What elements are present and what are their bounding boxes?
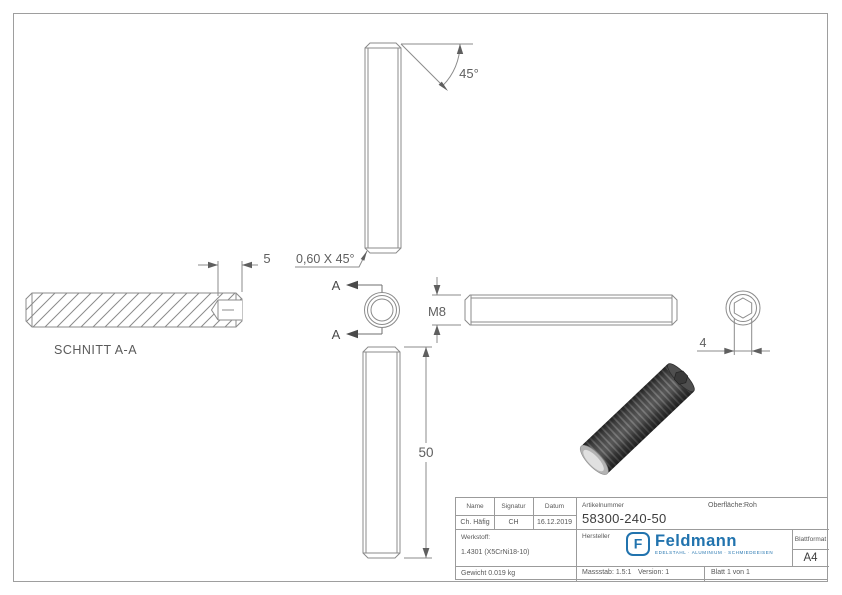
section-view-label: SCHNITT A-A bbox=[54, 343, 137, 357]
dim-length-text: 50 bbox=[418, 445, 433, 460]
tb-datum-label: Datum bbox=[544, 503, 565, 510]
tb-werkstoff-value: 1.4301 (X5CrNi18-10) bbox=[461, 549, 530, 556]
tb-oberflaeche-value: Roh bbox=[744, 502, 757, 509]
dim-length: 50 bbox=[404, 346, 434, 559]
dim-chamfer-angle-text: 45° bbox=[459, 66, 479, 81]
tb-hersteller-label: Hersteller bbox=[582, 533, 610, 540]
tb-blattformat-value: A4 bbox=[803, 551, 818, 564]
section-view-a-a bbox=[25, 292, 243, 328]
tb-divider bbox=[456, 529, 829, 530]
section-mark-top-text: A bbox=[332, 278, 341, 293]
tb-signatur-value: CH bbox=[508, 518, 519, 526]
tb-name-label: Name bbox=[466, 503, 484, 510]
screw-3d-render bbox=[579, 363, 695, 475]
dim-thread: M8 bbox=[428, 277, 461, 343]
feldmann-logo-tagline: EDELSTAHL · ALUMINIUM · SCHMIEDEEISEN bbox=[655, 550, 774, 555]
end-view-circles bbox=[364, 292, 400, 328]
tb-werkstoff-label: Werkstoff: bbox=[461, 534, 491, 541]
tb-gewicht: Gewicht 0.019 kg bbox=[461, 570, 516, 577]
section-mark-bottom-text: A bbox=[332, 327, 341, 342]
tb-blattformat-label: Blattformat bbox=[794, 535, 827, 543]
feldmann-logo-icon: F bbox=[626, 532, 650, 556]
tb-version: Version: 1 bbox=[638, 569, 670, 576]
side-view bbox=[464, 294, 678, 326]
tb-blatt: Blatt 1 von 1 bbox=[711, 569, 750, 576]
tb-divider bbox=[576, 498, 577, 581]
dim-socket-depth-text: 5 bbox=[263, 251, 270, 266]
tb-signatur-label: Signatur bbox=[501, 503, 526, 510]
tb-divider bbox=[792, 529, 793, 566]
end-view-section-marks: A A bbox=[332, 278, 383, 342]
hex-socket-3d bbox=[673, 370, 689, 385]
tb-divider bbox=[494, 498, 495, 529]
dim-hex-socket: 4 bbox=[697, 318, 770, 355]
feldmann-logo: F Feldmann EDELSTAHL · ALUMINIUM · SCHMI… bbox=[626, 532, 773, 556]
tb-artikelnummer-label: Artikelnummer bbox=[582, 502, 624, 509]
hex-socket-view bbox=[725, 290, 761, 326]
tb-divider bbox=[533, 498, 534, 529]
tb-oberflaeche-label: Oberfläche: bbox=[708, 502, 745, 509]
dim-hex-socket-text: 4 bbox=[700, 336, 707, 350]
tb-artikelnummer-value: 58300-240-50 bbox=[582, 511, 667, 526]
tb-divider bbox=[792, 549, 829, 550]
tb-datum-value: 16.12.2019 bbox=[536, 518, 573, 526]
feldmann-logo-letter: F bbox=[633, 535, 643, 552]
dim-chamfer-angle: 45° bbox=[400, 43, 479, 91]
front-view bbox=[362, 346, 401, 559]
title-block: Name Signatur Datum Ch. Häfig CH 16.12.2… bbox=[455, 497, 829, 581]
tb-divider bbox=[456, 566, 829, 567]
chamfer-note-text: 0,60 X 45° bbox=[296, 252, 355, 266]
feldmann-logo-name: Feldmann bbox=[655, 532, 737, 550]
tb-massstab: Massstab: 1.5:1 bbox=[582, 569, 632, 576]
top-view bbox=[364, 42, 402, 254]
tb-divider bbox=[704, 566, 705, 581]
dim-thread-text: M8 bbox=[428, 304, 446, 319]
tb-divider bbox=[456, 515, 576, 516]
tb-name-value: Ch. Häfig bbox=[460, 518, 490, 526]
drawing-frame bbox=[13, 13, 828, 582]
dim-socket-depth: 5 bbox=[198, 251, 271, 296]
chamfer-note-leader: 0,60 X 45° bbox=[295, 250, 368, 268]
